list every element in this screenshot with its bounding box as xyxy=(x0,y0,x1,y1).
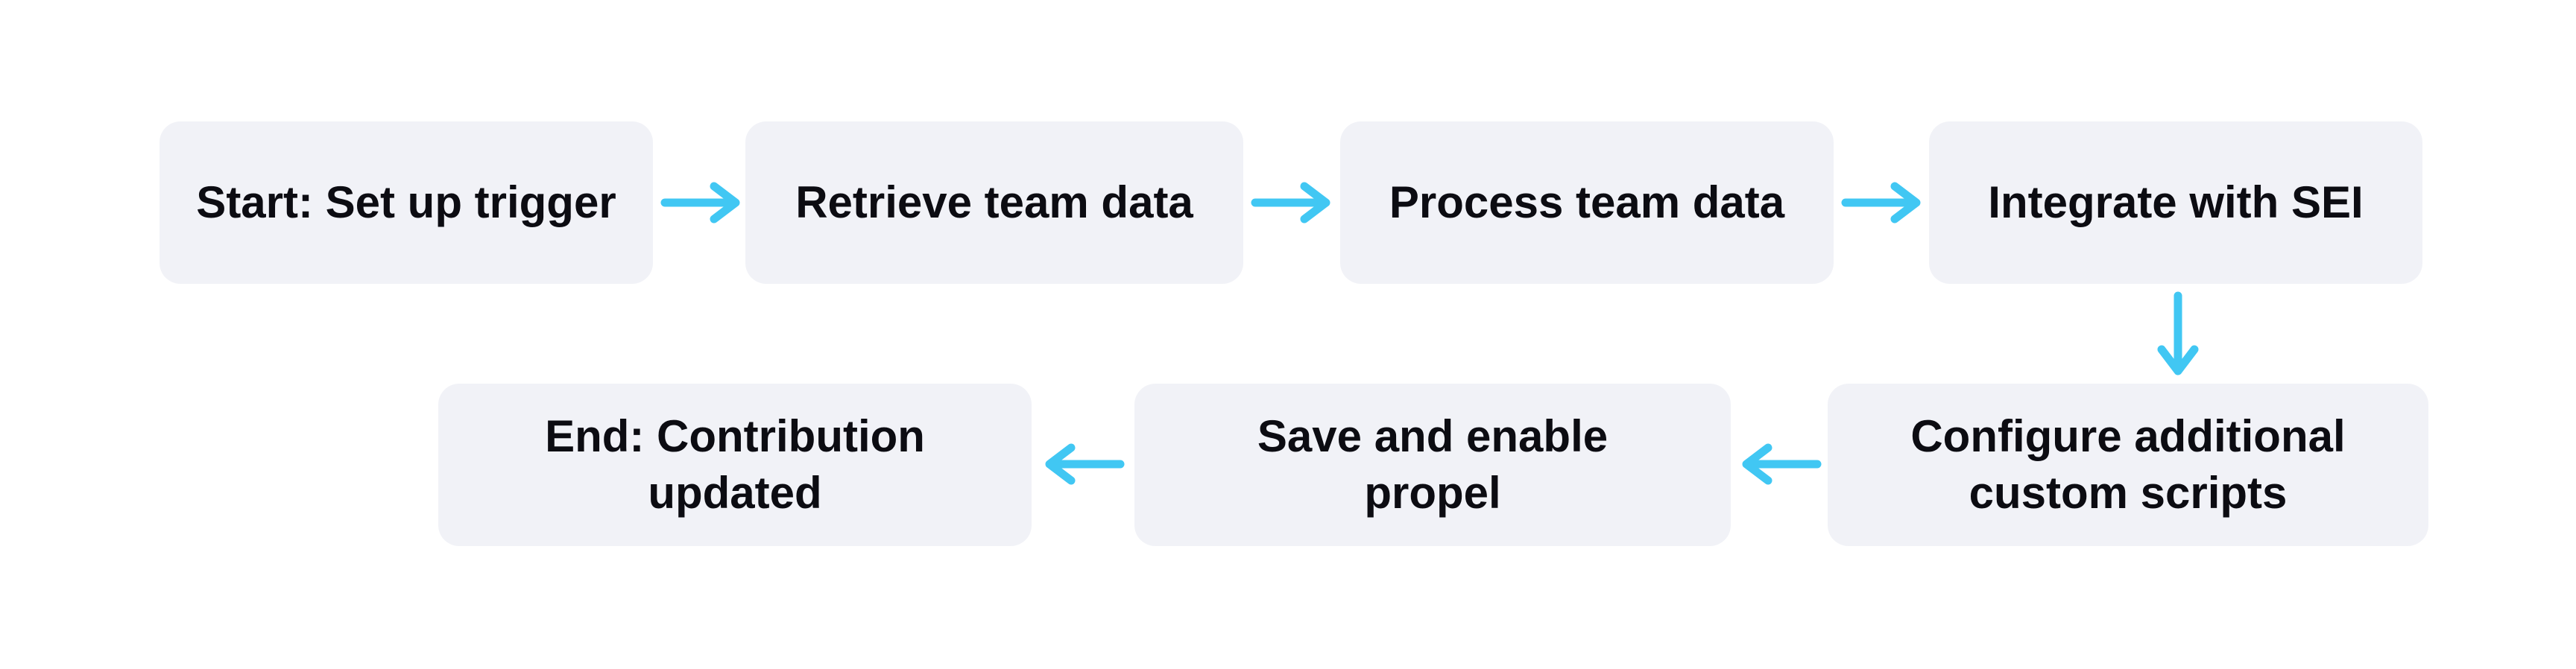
arrow-right-stroke xyxy=(1841,182,1921,223)
flow-node-end: End: Contribution updated xyxy=(438,384,1032,546)
arrow-left-icon xyxy=(1742,443,1822,485)
arrow-down-icon xyxy=(2157,291,2199,375)
arrow-left-icon xyxy=(1045,443,1125,485)
arrow-right-icon xyxy=(1841,182,1921,223)
arrow-right-icon xyxy=(1251,182,1330,223)
arrow-left-stroke xyxy=(1045,443,1125,485)
flow-node-configure-custom-scripts: Configure additional custom scripts xyxy=(1828,384,2428,546)
arrow-down-stroke xyxy=(2157,291,2199,375)
arrow-right-stroke xyxy=(1251,182,1330,223)
flow-node-save-and-enable-propel: Save and enable propel xyxy=(1134,384,1731,546)
flow-node-process-team-data: Process team data xyxy=(1340,121,1834,284)
arrow-left-stroke xyxy=(1742,443,1822,485)
arrow-right-stroke xyxy=(660,182,740,223)
flow-node-start: Start: Set up trigger xyxy=(160,121,653,284)
flow-node-integrate-with-sei: Integrate with SEI xyxy=(1929,121,2422,284)
flow-node-retrieve-team-data: Retrieve team data xyxy=(745,121,1243,284)
arrow-right-icon xyxy=(660,182,740,223)
